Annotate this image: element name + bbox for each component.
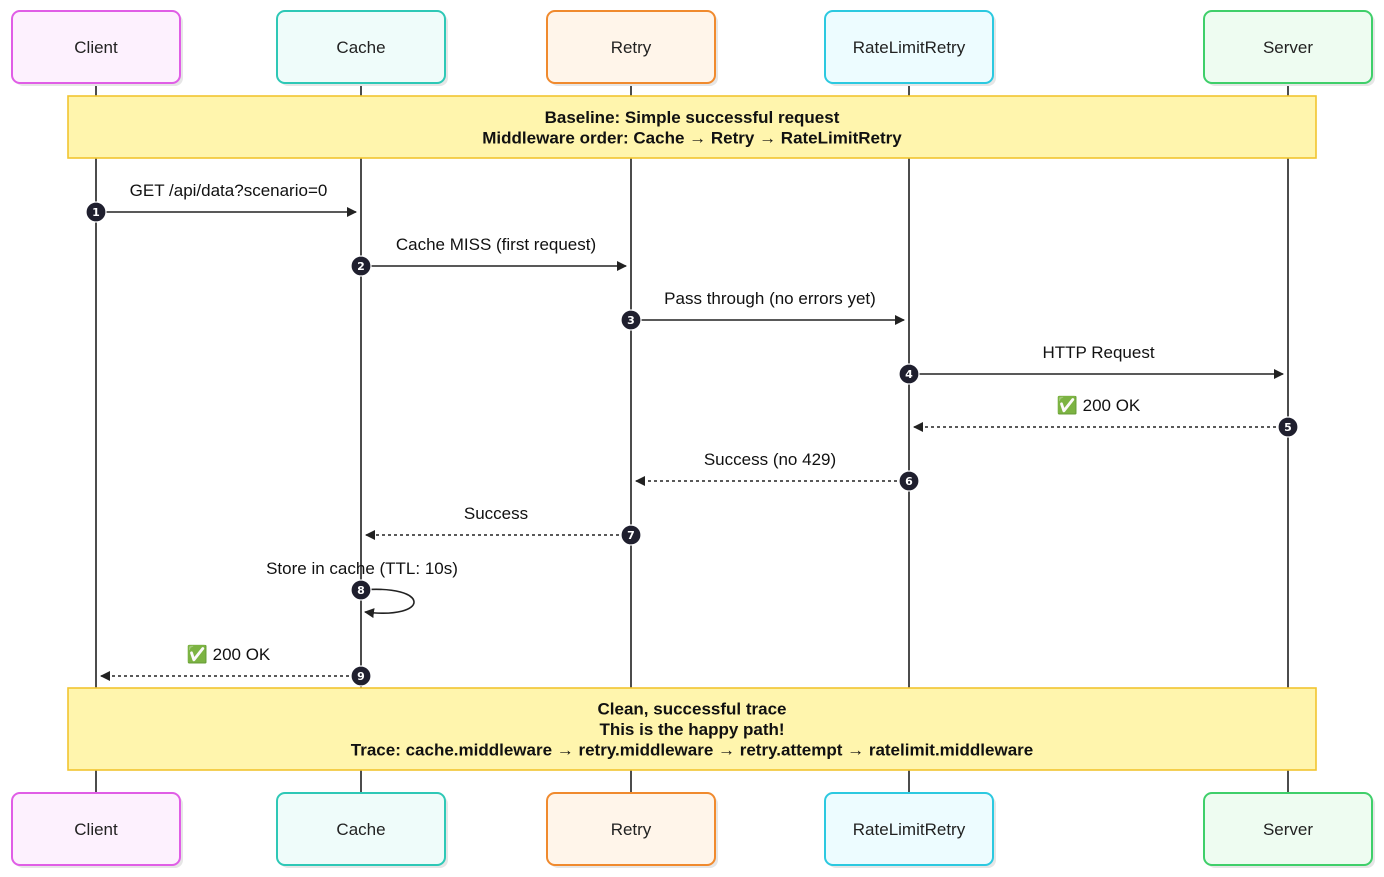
sequence-number: 3	[627, 314, 635, 327]
actor-client-top: Client	[11, 10, 183, 86]
note-line: Clean, successful trace	[598, 700, 787, 719]
note-box	[67, 95, 1317, 159]
message-8: Store in cache (TTL: 10s) 8	[266, 559, 458, 619]
actor-label: Cache	[336, 38, 385, 57]
sequence-number: 1	[92, 206, 100, 219]
actor-box	[276, 792, 446, 866]
actor-label: RateLimitRetry	[853, 820, 966, 839]
actor-server-bottom: Server	[1203, 792, 1375, 868]
actor-client-bottom: Client	[11, 792, 183, 868]
message-label: Pass through (no errors yet)	[664, 289, 876, 308]
actor-box	[1203, 10, 1373, 84]
message-label: HTTP Request	[1042, 343, 1154, 362]
actor-ratelimit-bottom: RateLimitRetry	[824, 792, 996, 868]
message-label: ✅ 200 OK	[1057, 395, 1141, 415]
message-7: Success 7	[365, 504, 642, 546]
self-arrow	[360, 588, 415, 619]
message-6: Success (no 429) 6	[635, 450, 920, 492]
note-line: Trace: cache.middleware → retry.middlewa…	[351, 741, 1033, 760]
actor-label: Retry	[611, 820, 652, 839]
sequence-number-badge: 5	[1277, 416, 1299, 438]
actor-cache-bottom: Cache	[276, 792, 448, 868]
message-5: ✅ 200 OK 5	[913, 395, 1299, 438]
sequence-number-badge: 7	[620, 524, 642, 546]
actor-server-top: Server	[1203, 10, 1375, 86]
actor-cache-top: Cache	[276, 10, 448, 86]
actor-label: Retry	[611, 38, 652, 57]
sequence-number-badge: 6	[898, 470, 920, 492]
actor-box	[546, 10, 716, 84]
actor-box	[546, 792, 716, 866]
note-1: Baseline: Simple successful requestMiddl…	[67, 95, 1317, 159]
sequence-number: 5	[1284, 421, 1292, 434]
message-label: Store in cache (TTL: 10s)	[266, 559, 458, 578]
sequence-number: 4	[905, 368, 913, 381]
sequence-number-badge: 2	[350, 255, 372, 277]
sequence-number: 6	[905, 475, 913, 488]
message-4: HTTP Request 4	[898, 343, 1284, 385]
message-label: Success (no 429)	[704, 450, 836, 469]
message-label: Cache MISS (first request)	[396, 235, 596, 254]
sequence-number: 8	[357, 584, 365, 597]
sequence-number-badge: 9	[350, 665, 372, 687]
actor-box	[1203, 792, 1373, 866]
actor-label: RateLimitRetry	[853, 38, 966, 57]
message-9: ✅ 200 OK 9	[100, 644, 372, 687]
sequence-number-badge: 4	[898, 363, 920, 385]
actor-box	[824, 10, 994, 84]
actor-box	[11, 792, 181, 866]
message-1: GET /api/data?scenario=0 1	[85, 181, 357, 223]
message-2: Cache MISS (first request) 2	[350, 235, 627, 277]
actor-label: Cache	[336, 820, 385, 839]
message-3: Pass through (no errors yet) 3	[620, 289, 905, 331]
note-box	[67, 687, 1317, 771]
actor-label: Server	[1263, 38, 1313, 57]
actor-retry-bottom: Retry	[546, 792, 718, 868]
sequence-number: 2	[357, 260, 365, 273]
sequence-number-badge: 1	[85, 201, 107, 223]
sequence-number: 9	[357, 670, 365, 683]
note-line: Baseline: Simple successful request	[545, 108, 840, 127]
actor-box	[11, 10, 181, 84]
sequence-number: 7	[627, 529, 635, 542]
note-line: This is the happy path!	[599, 720, 784, 739]
actor-label: Client	[74, 38, 118, 57]
actor-retry-top: Retry	[546, 10, 718, 86]
actor-ratelimit-top: RateLimitRetry	[824, 10, 996, 86]
message-label: GET /api/data?scenario=0	[130, 181, 328, 200]
message-label: ✅ 200 OK	[187, 644, 271, 664]
sequence-number-badge: 8	[350, 579, 372, 601]
message-label: Success	[464, 504, 528, 523]
actor-box	[276, 10, 446, 84]
note-line: Middleware order: Cache → Retry → RateLi…	[482, 128, 902, 147]
actor-label: Client	[74, 820, 118, 839]
actor-box	[824, 792, 994, 866]
actor-label: Server	[1263, 820, 1313, 839]
sequence-number-badge: 3	[620, 309, 642, 331]
